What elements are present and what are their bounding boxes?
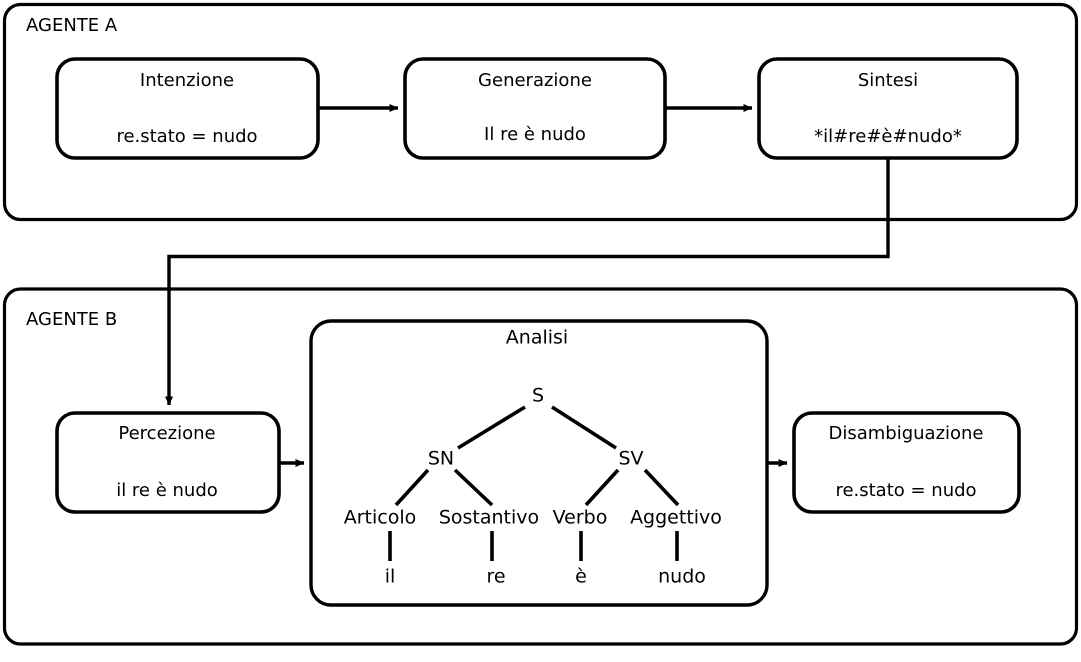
box-percezione-title: Percezione [118,423,215,444]
tree-node-verbo: Verbo [553,507,608,529]
tree-node-s: S [532,385,544,407]
tree-edge-sn-articolo [394,468,430,507]
arrow-sintesi-percezione [165,158,890,406]
box-analisi[interactable] [309,319,769,607]
tree-edge-sv-verbo [584,468,620,507]
tree-node-articolo: Articolo [344,507,417,529]
box-disambiguazione[interactable] [792,411,1021,514]
agent-a-label: AGENTE A [26,15,118,36]
tree-edge-sv-aggettivo [643,468,680,507]
tree-node-aggettivo: Aggettivo [630,507,722,529]
tree-node-sostantivo: Sostantivo [439,507,539,529]
agent-b-label: AGENTE B [26,309,117,330]
box-intenzione-sub: re.stato = nudo [116,126,257,147]
tree-node-sn: SN [428,448,454,470]
box-percezione-sub: il re è nudo [116,480,218,501]
tree-leaf-nudo: nudo [658,566,706,588]
box-generazione-title: Generazione [478,70,592,91]
box-disambiguazione-sub: re.stato = nudo [835,480,976,501]
box-sintesi-title: Sintesi [858,70,918,91]
tree-edge-s-sv [551,405,617,450]
box-sintesi-sub: *il#re#è#nudo* [814,126,962,147]
tree-leaf-e: è [575,566,587,588]
box-intenzione-title: Intenzione [140,70,234,91]
agent-a-frame [2,2,1079,222]
box-disambiguazione-title: Disambiguazione [828,423,983,444]
tree-edge-s-sn [457,405,526,450]
tree-node-sv: SV [618,448,643,470]
box-generazione-sub: Il re è nudo [484,124,586,145]
tree-leaf-il: il [385,566,396,588]
box-analisi-title: Analisi [506,327,568,349]
tree-edge-sn-sostantivo [453,468,494,507]
agent-b-frame [2,287,1079,646]
tree-leaf-re: re [486,566,505,588]
